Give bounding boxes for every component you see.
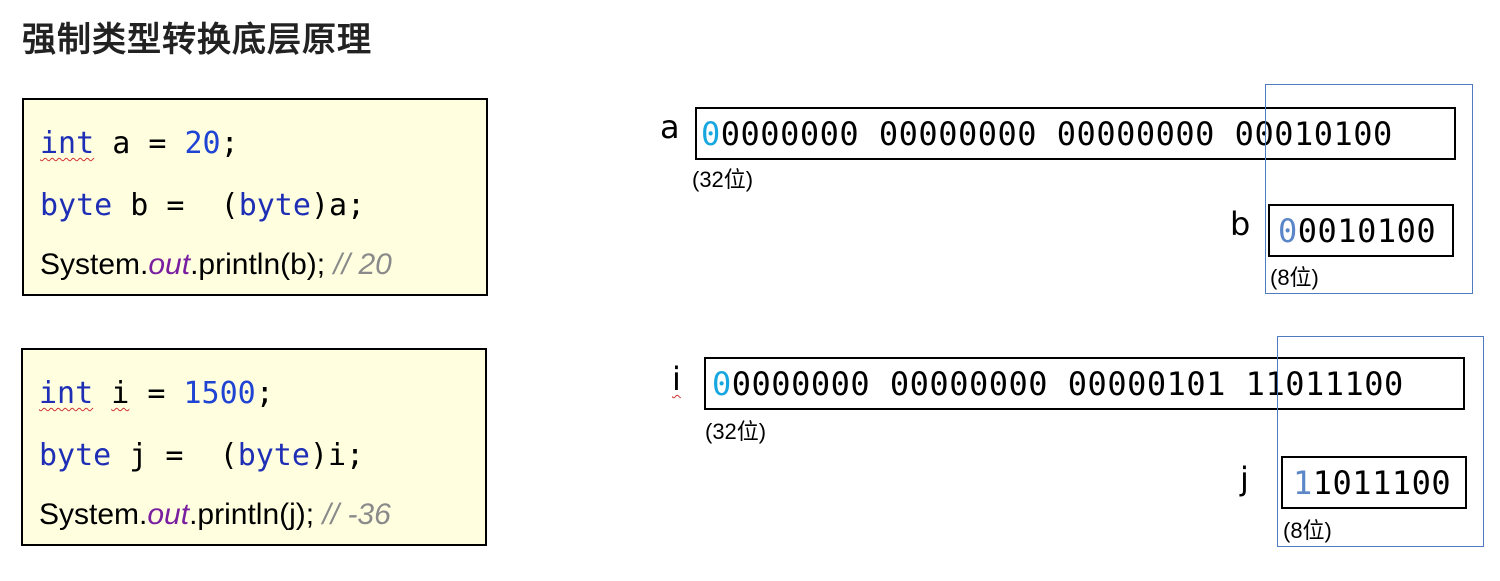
bits-box-b-8bit: 00010100 — [1268, 204, 1454, 257]
code-line-int-a: int a = 20; — [40, 126, 239, 161]
bit-length-i: (32位) — [705, 419, 767, 444]
bits-box-i-32bit: 00000000 00000000 00000101 11011100 — [704, 357, 1465, 410]
sign-bit-b: 0 — [1278, 212, 1298, 250]
variable-label-b: b — [1230, 205, 1251, 243]
bits-box-j-8bit: 11011100 — [1281, 456, 1467, 509]
code-line-int-i: int i = 1500; — [39, 376, 274, 411]
bit-length-j: (8位) — [1283, 518, 1332, 543]
code-box-example-2: int i = 1500; byte j = (byte)i; System.o… — [21, 348, 487, 546]
truncation-frame-2 — [1277, 336, 1484, 547]
variable-label-j: j — [1240, 460, 1249, 498]
sign-bit-j: 1 — [1293, 464, 1313, 502]
code-line-println-b: System.out.println(b); // 20 — [40, 248, 392, 281]
bits-j: 11011100 — [1293, 464, 1452, 502]
bits-i: 00000000 00000000 00000101 11011100 — [712, 365, 1404, 403]
code-line-byte-b: byte b = (byte)a; — [40, 188, 366, 223]
code-line-println-j: System.out.println(j); // -36 — [39, 498, 391, 531]
variable-label-a: a — [660, 108, 680, 146]
sign-bit-a: 0 — [701, 115, 721, 153]
bits-b: 00010100 — [1278, 212, 1437, 250]
variable-label-i: i — [672, 360, 681, 398]
code-line-byte-j: byte j = (byte)i; — [39, 438, 365, 473]
bits-box-a-32bit: 00000000 00000000 00000000 00010100 — [695, 107, 1456, 160]
page-title: 强制类型转换底层原理 — [22, 20, 372, 60]
bit-length-a: (32位) — [692, 167, 754, 192]
bits-a: 00000000 00000000 00000000 00010100 — [701, 115, 1393, 153]
code-box-example-1: int a = 20; byte b = (byte)a; System.out… — [22, 98, 488, 296]
bit-length-b: (8位) — [1270, 265, 1319, 290]
truncation-frame-1 — [1265, 84, 1473, 294]
sign-bit-i: 0 — [712, 365, 732, 403]
